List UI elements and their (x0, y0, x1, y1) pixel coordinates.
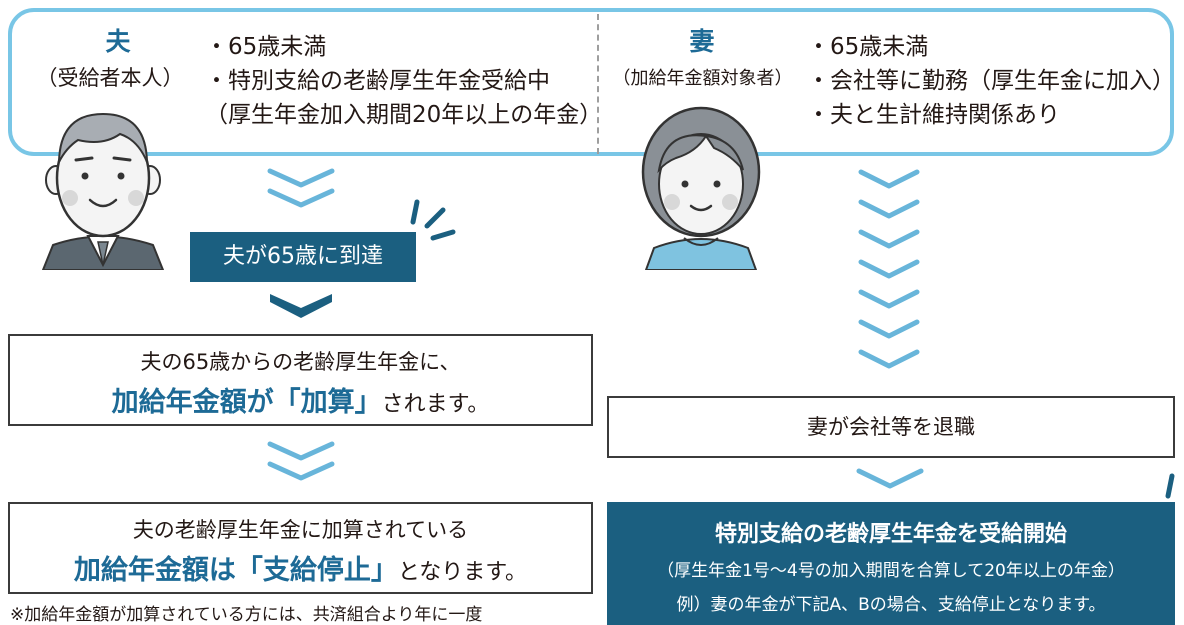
husband-illustration (41, 112, 165, 270)
conditions-panel (8, 8, 1174, 156)
addition-emphasis: 加給年金額が「加算」 (111, 387, 382, 418)
suspension-box: 夫の老齢厚生年金に加算されている 加給年金額は「支給停止」となります。 (8, 502, 593, 594)
addition-tail: されます。 (381, 392, 490, 417)
wife-condition-1: ・65歳未満 (807, 34, 929, 60)
wife-condition-3: ・夫と生計維持関係あり (807, 102, 1060, 128)
right-chevron-column (858, 169, 920, 369)
addition-box: 夫の65歳からの老齢厚生年金に、 加給年金額が「加算」されます。 (8, 334, 593, 426)
left-chevron-2 (267, 441, 335, 481)
result-line2: （厚生年金1号〜4号の加入期間を合算して20年以上の年金） (657, 561, 1125, 581)
wife-illustration (641, 106, 761, 270)
wife-conditions: ・65歳未満 ・会社等に勤務（厚生年金に加入） ・夫と生計維持関係あり (807, 30, 1175, 132)
suspension-tail: となります。 (397, 560, 528, 585)
addition-line1: 夫の65歳からの老齢厚生年金に、 (140, 350, 461, 374)
husband-title: 夫 (105, 27, 131, 56)
suspension-line2: 加給年金額は「支給停止」となります。 (10, 548, 591, 587)
result-title: 特別支給の老齢厚生年金を受給開始 (714, 522, 1067, 547)
wife-title: 妻 (689, 27, 715, 56)
result-line3: 例）妻の年金が下記A、Bの場合、支給停止となります。 (676, 595, 1106, 615)
panel-divider (597, 14, 599, 154)
husband-conditions: ・65歳未満 ・特別支給の老齢厚生年金受給中 （厚生年金加入期間20年以上の年金… (205, 30, 602, 132)
husband-condition-1: ・65歳未満 (205, 34, 327, 60)
right-chevron-2 (856, 468, 924, 489)
footnote: ※加給年金額が加算されている方には、共済組合より年に一度 (10, 605, 483, 625)
retirement-box: 妻が会社等を退職 (607, 396, 1175, 458)
result-box: 特別支給の老齢厚生年金を受給開始 （厚生年金1号〜4号の加入期間を合算して20年… (607, 502, 1175, 625)
emphasis-mark-right (1165, 473, 1175, 499)
emphasis-marks (410, 199, 456, 241)
addition-line2: 加給年金額が「加算」されます。 (10, 380, 591, 419)
husband-subtitle: （受給者本人） (36, 66, 184, 90)
wife-condition-2: ・会社等に勤務（厚生年金に加入） (807, 68, 1175, 94)
husband-age-event: 夫が65歳に到達 (190, 232, 416, 282)
suspension-emphasis: 加給年金額は「支給停止」 (73, 555, 398, 586)
left-solid-arrow (270, 294, 332, 318)
husband-condition-2: ・特別支給の老齢厚生年金受給中 (205, 68, 550, 94)
left-chevron-1 (267, 168, 335, 208)
suspension-line1: 夫の老齢厚生年金に加算されている (132, 518, 469, 542)
husband-condition-3: （厚生年金加入期間20年以上の年金） (205, 102, 603, 128)
wife-subtitle: （加給年金額対象者） (612, 68, 793, 89)
